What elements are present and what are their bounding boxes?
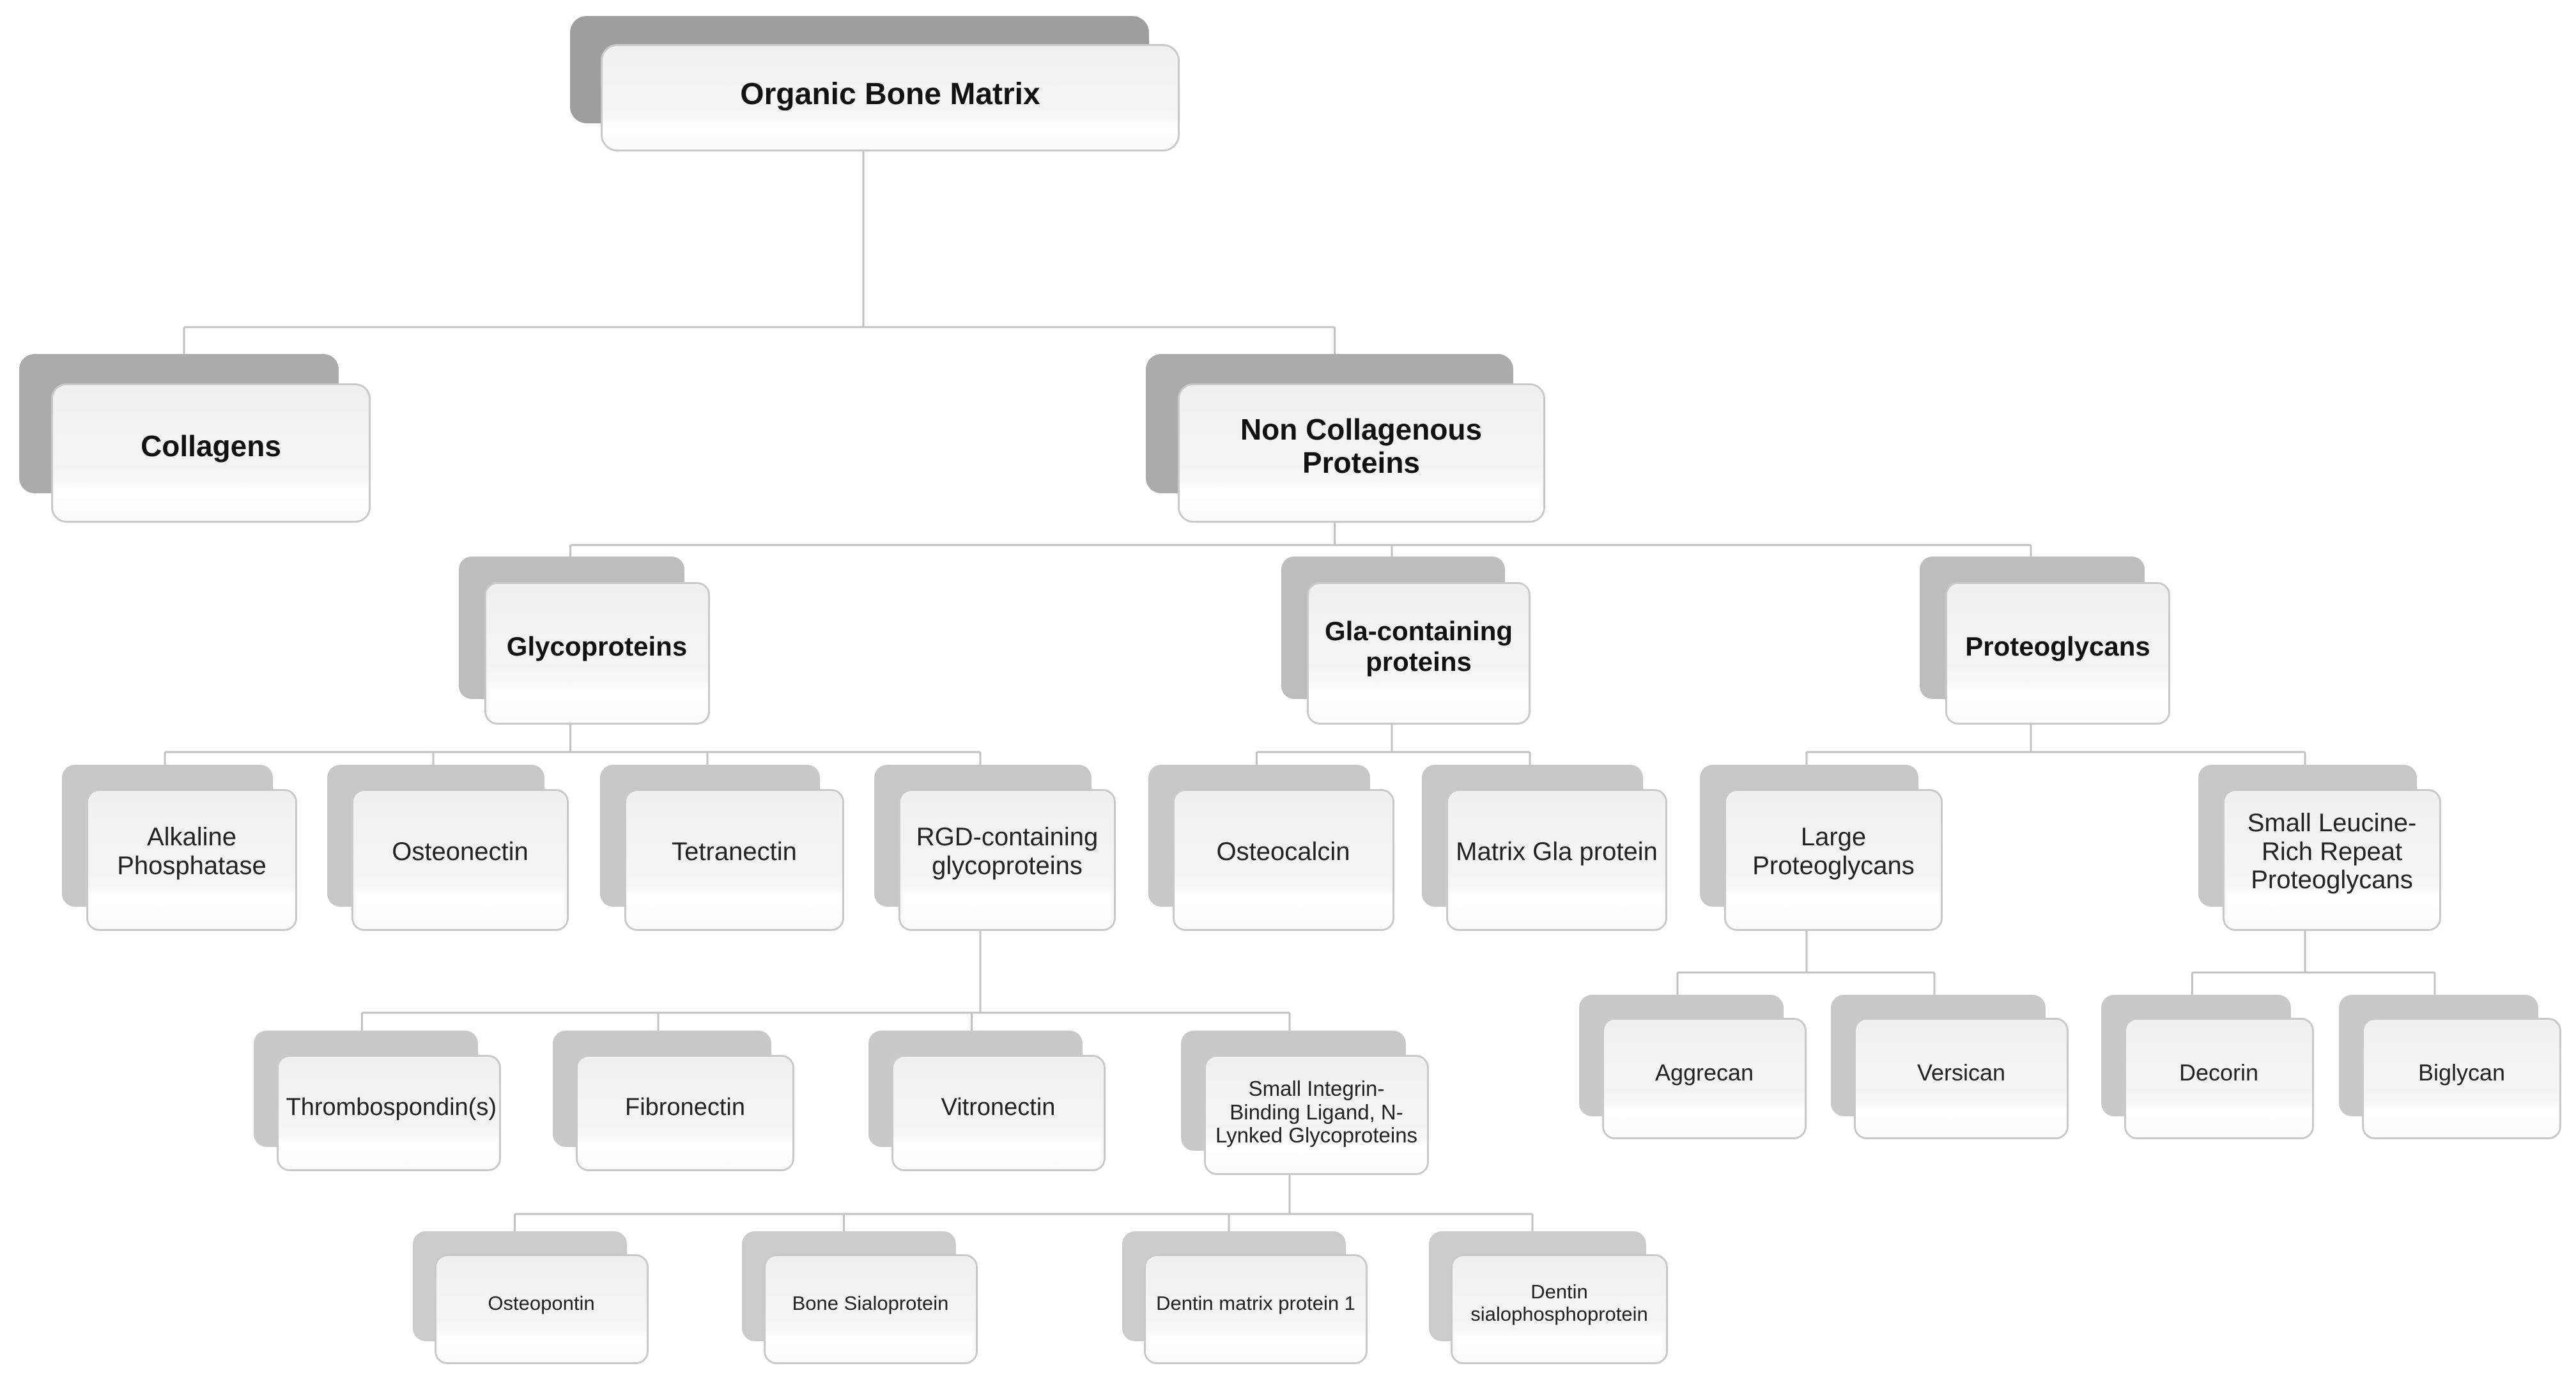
node-fibronectin: Fibronectin (553, 1031, 794, 1171)
node-small-leucine-rich-repeat-proteoglycans: Small Leucine-Rich Repeat Proteoglycans (2198, 765, 2441, 931)
node-small-integrin-binding-ligand-n-lynked-glycoproteins: Small Integrin-Binding Ligand, N-Lynked … (1181, 1031, 1429, 1175)
node-osteopontin: Osteopontin (412, 1231, 649, 1364)
node-aggrecan: Aggrecan (1579, 995, 1807, 1139)
node-label: Proteoglycans (1965, 631, 2150, 661)
node-label: Thrombospondin(s) (286, 1093, 497, 1121)
node-versican: Versican (1831, 995, 2069, 1139)
node-card: Osteocalcin (1172, 789, 1394, 931)
node-card: Dentin matrix protein 1 (1144, 1254, 1368, 1364)
node-card: Bone Sialoprotein (763, 1254, 978, 1364)
node-dentin-matrix-protein-1: Dentin matrix protein 1 (1122, 1231, 1368, 1364)
node-osteonectin: Osteonectin (327, 765, 569, 931)
node-label: Large Proteoglycans (1752, 823, 1915, 880)
node-rgd-containing-glycoproteins: RGD-containing glycoproteins (874, 765, 1116, 931)
node-card: Aggrecan (1602, 1018, 1807, 1139)
node-card: Small Integrin-Binding Ligand, N-Lynked … (1204, 1055, 1429, 1175)
node-label: Small Leucine-Rich Repeat Proteoglycans (2247, 808, 2417, 895)
node-dentin-sialophosphoprotein: Dentin sialophosphoprotein (1429, 1231, 1668, 1364)
node-card: Osteonectin (351, 789, 569, 931)
node-non-collagenous-proteins: Non Collagenous Proteins (1145, 354, 1545, 523)
node-tetranectin: Tetranectin (600, 765, 844, 931)
node-label: Dentin matrix protein 1 (1156, 1291, 1355, 1314)
node-osteocalcin: Osteocalcin (1148, 765, 1394, 931)
node-decorin: Decorin (2101, 995, 2314, 1139)
node-gla-containing-proteins: Gla-containing proteins (1281, 557, 1531, 725)
node-label: Alkaline Phosphatase (117, 823, 266, 880)
node-card: Tetranectin (624, 789, 844, 931)
node-label: Glycoproteins (506, 631, 688, 661)
node-label: Versican (1917, 1059, 2006, 1086)
node-label: Tetranectin (672, 837, 797, 866)
node-card: Alkaline Phosphatase (86, 789, 297, 931)
node-label: Dentin sialophosphoprotein (1470, 1280, 1648, 1325)
node-label: Osteocalcin (1216, 837, 1350, 866)
node-collagens: Collagens (19, 354, 371, 523)
node-label: Bone Sialoprotein (792, 1291, 949, 1314)
node-label: Collagens (141, 429, 281, 463)
node-card: Biglycan (2362, 1018, 2561, 1139)
node-thrombospondins: Thrombospondin(s) (253, 1031, 501, 1171)
node-card: Matrix Gla protein (1446, 789, 1667, 931)
node-card: Large Proteoglycans (1724, 789, 1943, 931)
node-label: Biglycan (2418, 1059, 2506, 1086)
node-label: Gla-containing proteins (1325, 616, 1513, 677)
node-card: Osteopontin (434, 1254, 649, 1364)
node-label: Non Collagenous Proteins (1240, 413, 1483, 479)
node-label: Decorin (2179, 1059, 2259, 1086)
node-label: Organic Bone Matrix (740, 77, 1040, 112)
node-card: Collagens (51, 383, 371, 523)
node-label: Osteonectin (392, 837, 528, 866)
node-proteoglycans: Proteoglycans (1920, 557, 2170, 725)
node-label: RGD-containing glycoproteins (916, 823, 1099, 880)
node-card: Versican (1854, 1018, 2069, 1139)
node-glycoproteins: Glycoproteins (458, 557, 710, 725)
node-label: Aggrecan (1654, 1059, 1754, 1086)
node-card: Dentin sialophosphoprotein (1451, 1254, 1668, 1364)
node-alkaline-phosphatase: Alkaline Phosphatase (62, 765, 297, 931)
node-card: RGD-containing glycoproteins (899, 789, 1116, 931)
node-label: Fibronectin (625, 1093, 745, 1121)
node-organic-bone-matrix: Organic Bone Matrix (570, 16, 1180, 151)
node-matrix-gla-protein: Matrix Gla protein (1422, 765, 1667, 931)
node-label: Small Integrin-Binding Ligand, N-Lynked … (1215, 1076, 1418, 1148)
node-large-proteoglycans: Large Proteoglycans (1700, 765, 1943, 931)
node-card: Organic Bone Matrix (601, 44, 1180, 151)
node-card: Glycoproteins (484, 582, 710, 725)
node-card: Non Collagenous Proteins (1177, 383, 1545, 523)
node-card: Decorin (2124, 1018, 2314, 1139)
node-card: Gla-containing proteins (1307, 582, 1531, 725)
node-label: Osteopontin (488, 1291, 595, 1314)
node-card: Proteoglycans (1945, 582, 2170, 725)
node-vitronectin: Vitronectin (868, 1031, 1106, 1171)
node-card: Vitronectin (891, 1055, 1106, 1171)
node-bone-sialoprotein: Bone Sialoprotein (741, 1231, 978, 1364)
node-label: Matrix Gla protein (1456, 837, 1658, 866)
node-card: Thrombospondin(s) (276, 1055, 501, 1171)
node-label: Vitronectin (941, 1093, 1056, 1121)
node-biglycan: Biglycan (2339, 995, 2561, 1139)
node-card: Small Leucine-Rich Repeat Proteoglycans (2223, 789, 2441, 931)
node-card: Fibronectin (576, 1055, 794, 1171)
